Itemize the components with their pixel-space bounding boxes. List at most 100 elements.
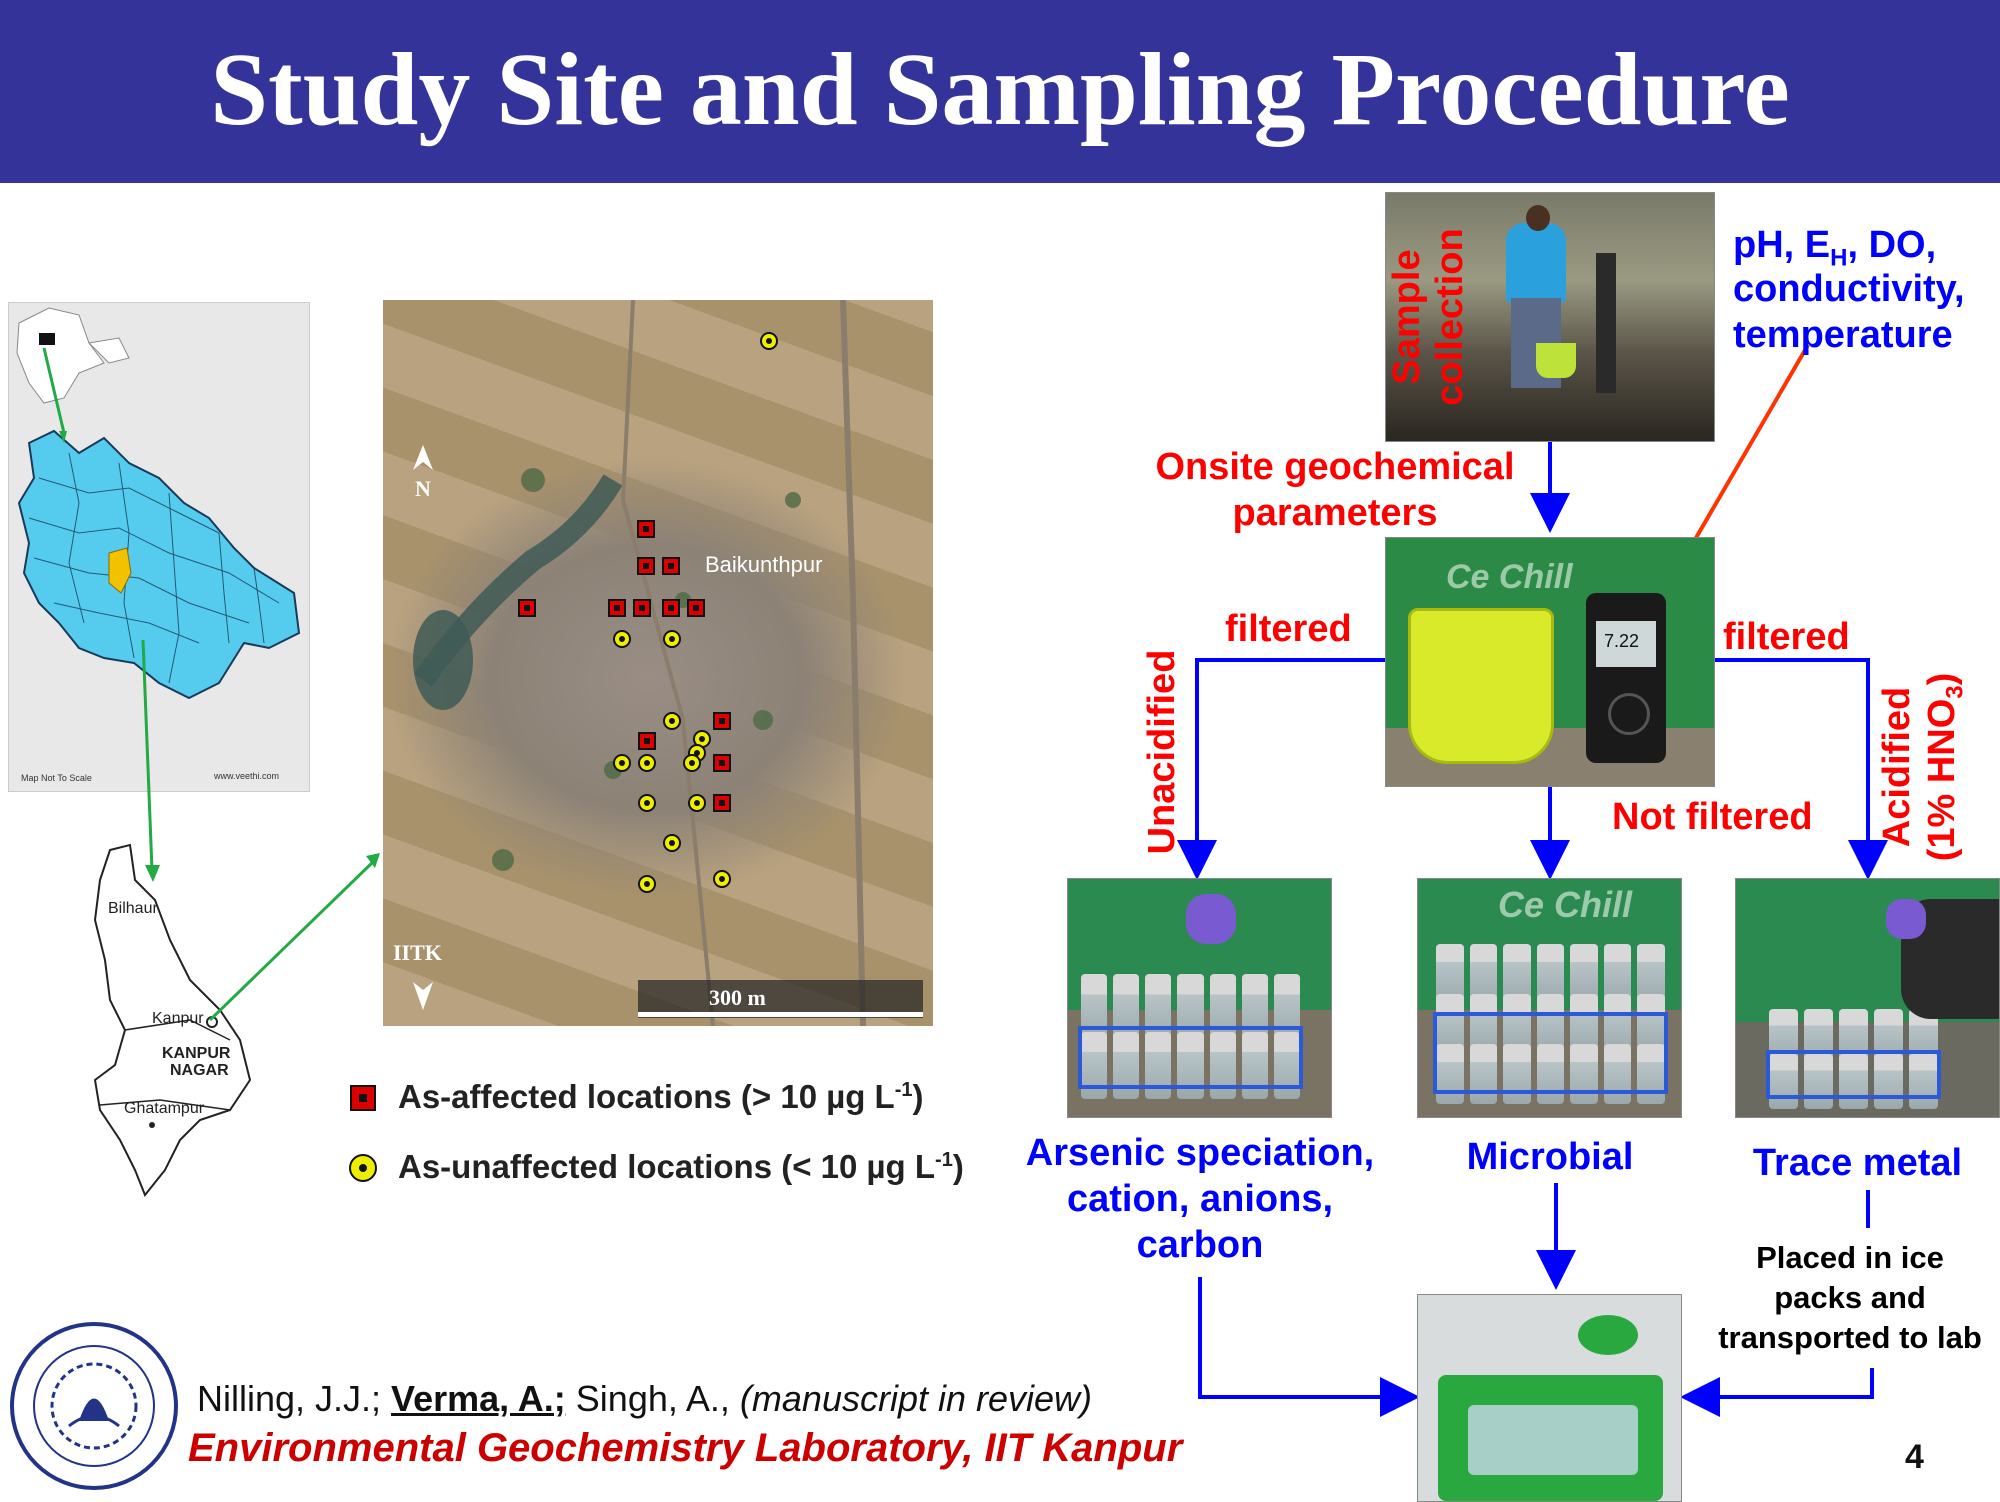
title-bar (0, 0, 2000, 183)
gloved-hand (1886, 899, 1926, 939)
as-unaffected-marker (683, 754, 701, 772)
as-affected-marker (637, 520, 655, 538)
sample-tube (1874, 1054, 1903, 1109)
tree-trunk (1596, 253, 1616, 393)
person-shirt (1506, 223, 1566, 303)
map-credit: www.veethi.com (214, 771, 280, 781)
legend-unaffected-marker (349, 1154, 377, 1182)
district-map: Bilhaur Kanpur KANPUR NAGAR Ghatampur (80, 840, 260, 1200)
as-unaffected-marker (713, 870, 731, 888)
as-unaffected-marker (638, 875, 656, 893)
bucket (1408, 608, 1554, 764)
district-label-ghatampur: Ghatampur (124, 1100, 205, 1117)
sample-tube (1769, 1054, 1798, 1109)
district-label-nagar: NAGAR (170, 1062, 229, 1079)
label-params-line2: conductivity, (1733, 268, 1965, 310)
label-microbial: Microbial (1466, 1136, 1634, 1178)
uttar-pradesh-map (16, 307, 301, 700)
legend-affected-marker (350, 1085, 376, 1111)
iitk-label: IITK (393, 940, 442, 965)
label-unacidified: Unacidified (1141, 649, 1183, 855)
scale-label: 300 m (709, 985, 766, 1010)
satellite-map: N IITK 300 m Baikunthpur (383, 300, 933, 1026)
place-label: Baikunthpur (705, 552, 823, 577)
as-affected-marker (662, 599, 680, 617)
sample-bags (1468, 1405, 1638, 1475)
sample-tube (1273, 974, 1300, 1042)
satellite-overlay (413, 300, 923, 1026)
photo-sample-collection (1385, 192, 1715, 442)
sample-tube (1503, 1044, 1531, 1104)
as-unaffected-marker (663, 630, 681, 648)
as-affected-marker (518, 599, 536, 617)
as-affected-marker (687, 599, 705, 617)
label-filtered-left: filtered (1225, 608, 1352, 650)
lab-name: Environmental Geochemistry Laboratory, I… (188, 1426, 1183, 1470)
label-acidified-line1: Acidified (1876, 686, 1918, 848)
tube-rack (1433, 944, 1668, 1104)
photo-acidified-tubes (1735, 878, 2000, 1118)
sample-tube (1436, 1044, 1464, 1104)
sample-tube (1603, 1044, 1632, 1104)
as-unaffected-marker (638, 754, 656, 772)
as-affected-marker (633, 599, 651, 617)
sample-tube (1145, 974, 1172, 1042)
sample-tube (1909, 1054, 1938, 1109)
as-affected-marker (713, 754, 731, 772)
as-unaffected-marker (613, 630, 631, 648)
person-head (1526, 205, 1550, 231)
as-affected-marker (638, 732, 656, 750)
as-unaffected-marker (760, 332, 778, 350)
page-number: 4 (1905, 1438, 1924, 1476)
iit-kanpur-logo (10, 1322, 178, 1490)
sample-tube (1570, 1044, 1598, 1104)
gloved-hand (1186, 894, 1236, 944)
rack-frame (1433, 1011, 1668, 1094)
tube-rack (1766, 1009, 1941, 1109)
meter-screen: 7.22 (1596, 621, 1656, 667)
sample-tube (1209, 974, 1236, 1042)
photo-onsite-meter: Ce Chill 7.22 (1385, 537, 1715, 787)
district-label-kanpur-upper: KANPUR (162, 1045, 231, 1062)
label-trace-metal: Trace metal (1752, 1142, 1963, 1184)
cooler-brand-text: Ce Chill (1498, 884, 1633, 925)
label-sample-collection-line2: collection (1429, 228, 1471, 406)
cooler-handle (1578, 1315, 1638, 1355)
label-onsite-line1: Onsite geochemical (1155, 446, 1515, 488)
sample-tube (1113, 974, 1140, 1042)
label-not-filtered: Not filtered (1612, 796, 1813, 838)
rack-frame (1078, 1025, 1303, 1089)
label-filtered-right: filtered (1723, 616, 1850, 658)
sample-tube (1637, 1044, 1665, 1104)
sample-tube (1241, 974, 1268, 1042)
cooler-brand-text: Ce Chill (1446, 558, 1573, 596)
as-affected-marker (713, 794, 731, 812)
slide-title: Study Site and Sampling Procedure (210, 32, 1790, 147)
sample-tube (1081, 974, 1108, 1042)
legend-affected-label: As-affected locations (> 10 µg L-1) (398, 1078, 924, 1115)
north-label: N (415, 476, 431, 501)
label-sample-collection-line1: Sample (1386, 249, 1428, 385)
sample-tube (1177, 974, 1204, 1042)
map-scale-note: Map Not To Scale (21, 773, 92, 783)
label-arsenic-line1: Arsenic speciation, (1025, 1132, 1375, 1174)
sample-tube (1536, 1044, 1565, 1104)
as-unaffected-marker (663, 834, 681, 852)
as-affected-marker (608, 599, 626, 617)
as-affected-marker (637, 557, 655, 575)
sample-tube (1469, 1044, 1498, 1104)
meter-keypad (1608, 693, 1650, 735)
photo-unacidified-tubes (1067, 878, 1332, 1118)
sample-tube (1804, 1054, 1833, 1109)
as-unaffected-marker (688, 794, 706, 812)
label-params-line1: pH, EH, DO, (1733, 224, 1937, 272)
photo-ice-cooler (1417, 1294, 1682, 1502)
label-arsenic-line3: carbon (1136, 1224, 1264, 1266)
label-onsite-line2: parameters (1232, 492, 1438, 534)
logo-emblem-icon (33, 1345, 155, 1467)
as-unaffected-marker (693, 730, 711, 748)
kanpur-district-outline (93, 843, 252, 1197)
as-unaffected-marker (638, 794, 656, 812)
sample-bucket (1536, 343, 1576, 378)
